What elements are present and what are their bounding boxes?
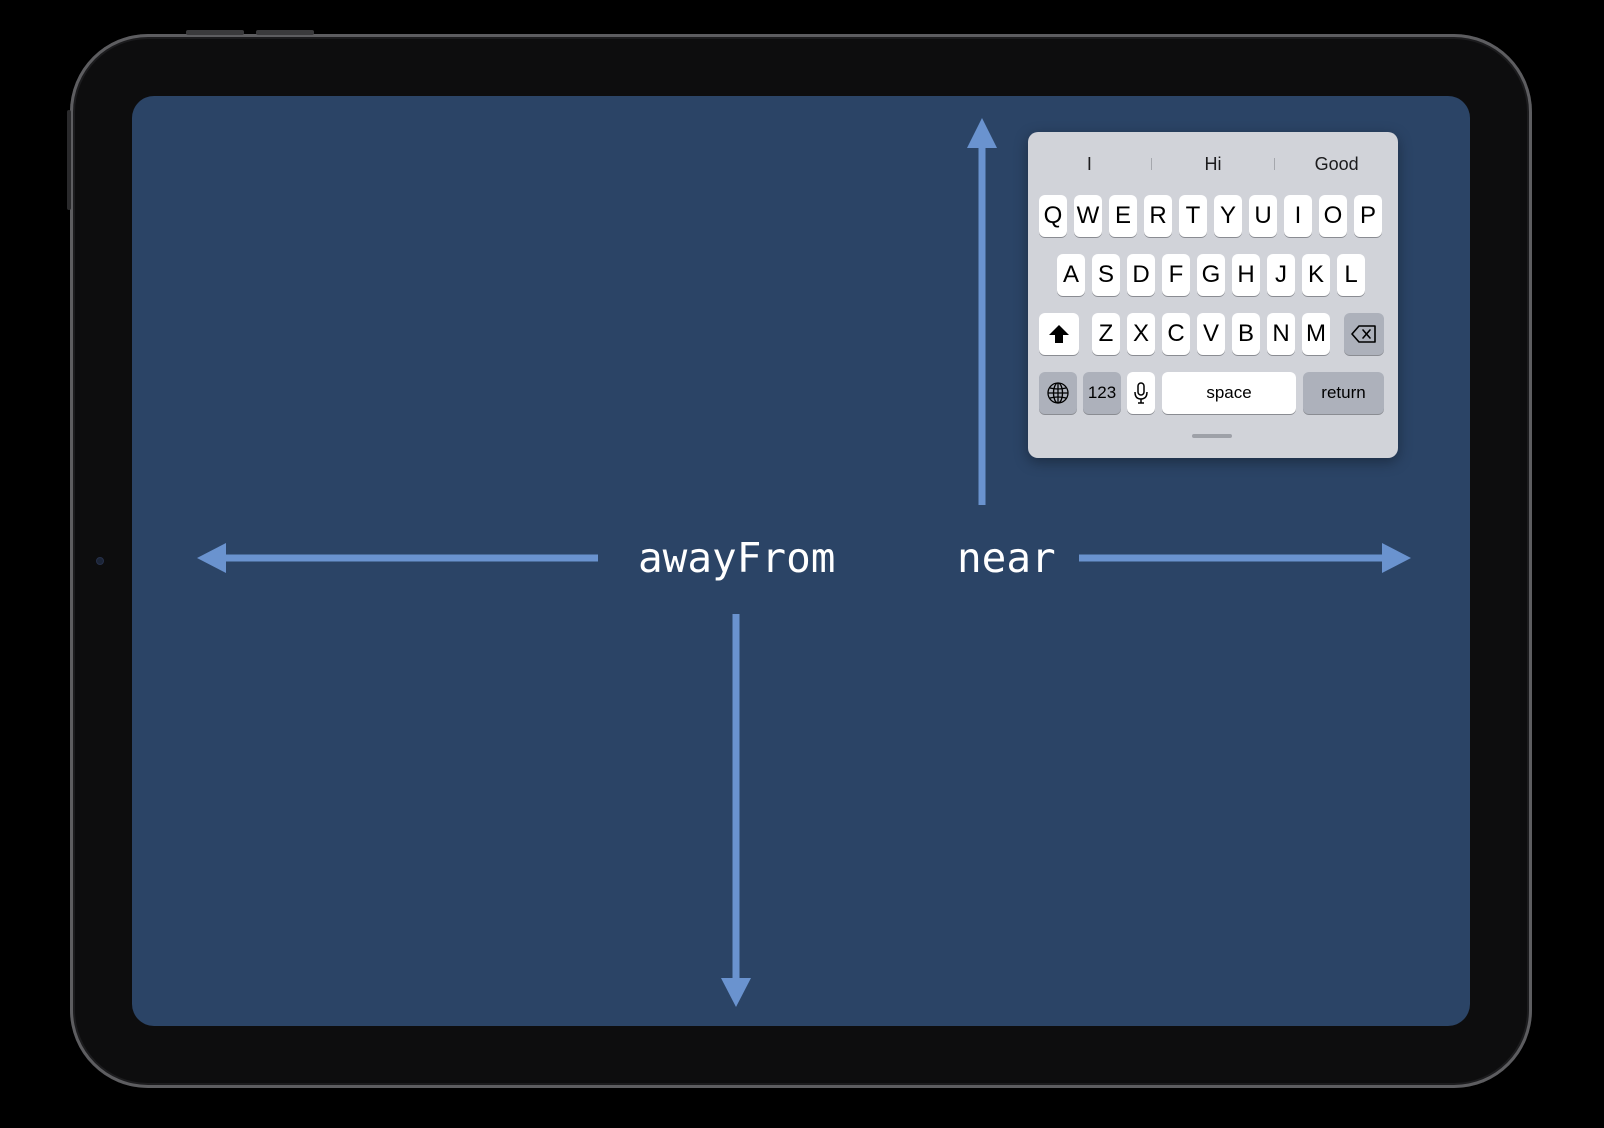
- key-j[interactable]: J: [1267, 254, 1295, 296]
- key-b[interactable]: B: [1232, 313, 1260, 355]
- key-x[interactable]: X: [1127, 313, 1155, 355]
- key-u[interactable]: U: [1249, 195, 1277, 237]
- suggestion-bar: I Hi Good: [1028, 144, 1398, 184]
- left-arrow-head: [197, 543, 226, 573]
- side-button: [67, 110, 71, 210]
- volume-button: [186, 30, 244, 35]
- dictation-key[interactable]: [1127, 372, 1155, 414]
- key-k[interactable]: K: [1302, 254, 1330, 296]
- key-c[interactable]: C: [1162, 313, 1190, 355]
- suggestion-divider: [1150, 158, 1152, 170]
- key-e[interactable]: E: [1109, 195, 1137, 237]
- suggestion-3[interactable]: Good: [1314, 154, 1359, 174]
- near-label: near: [957, 534, 1056, 582]
- key-i[interactable]: I: [1284, 195, 1312, 237]
- key-v[interactable]: V: [1197, 313, 1225, 355]
- key-g[interactable]: G: [1197, 254, 1225, 296]
- key-t[interactable]: T: [1179, 195, 1207, 237]
- right-arrow-head: [1382, 543, 1411, 573]
- key-w[interactable]: W: [1074, 195, 1102, 237]
- key-f[interactable]: F: [1162, 254, 1190, 296]
- suggestion-1[interactable]: I: [1086, 154, 1092, 174]
- delete-icon: [1351, 325, 1376, 343]
- power-button: [256, 30, 314, 35]
- delete-key[interactable]: [1344, 313, 1384, 355]
- key-q[interactable]: Q: [1039, 195, 1067, 237]
- down-arrow-head: [721, 978, 751, 1007]
- globe-key[interactable]: [1039, 372, 1077, 414]
- key-n[interactable]: N: [1267, 313, 1295, 355]
- keyboard-drag-handle[interactable]: [1192, 434, 1232, 438]
- key-d[interactable]: D: [1127, 254, 1155, 296]
- key-h[interactable]: H: [1232, 254, 1260, 296]
- space-key[interactable]: space: [1162, 372, 1296, 414]
- key-r[interactable]: R: [1144, 195, 1172, 237]
- globe-icon: [1047, 382, 1069, 404]
- away-from-label: awayFrom: [638, 534, 836, 582]
- key-l[interactable]: L: [1337, 254, 1365, 296]
- key-m[interactable]: M: [1302, 313, 1330, 355]
- key-o[interactable]: O: [1319, 195, 1347, 237]
- suggestion-divider: [1274, 158, 1276, 170]
- shift-icon: [1049, 325, 1069, 343]
- key-s[interactable]: S: [1092, 254, 1120, 296]
- key-z[interactable]: Z: [1092, 313, 1120, 355]
- key-p[interactable]: P: [1354, 195, 1382, 237]
- return-key[interactable]: return: [1303, 372, 1384, 414]
- shift-key[interactable]: [1039, 313, 1079, 355]
- floating-keyboard[interactable]: I Hi Good Q W E R T Y U I O P A S D F G …: [1028, 132, 1398, 458]
- key-a[interactable]: A: [1057, 254, 1085, 296]
- mic-icon: [1134, 382, 1148, 404]
- numbers-key[interactable]: 123: [1083, 372, 1121, 414]
- up-arrow-head: [967, 118, 997, 148]
- key-y[interactable]: Y: [1214, 195, 1242, 237]
- front-camera: [96, 557, 104, 565]
- suggestion-2[interactable]: Hi: [1204, 154, 1222, 174]
